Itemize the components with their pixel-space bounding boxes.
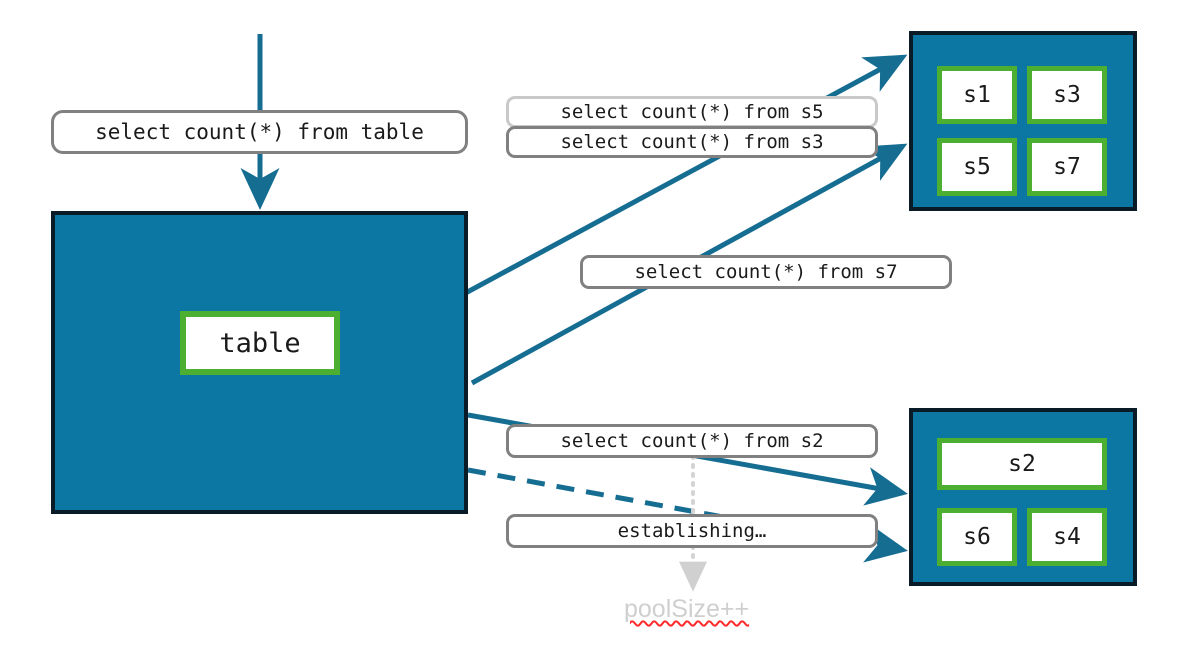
cell-s4[interactable]: s4 [1027, 508, 1107, 566]
cell-s5[interactable]: s5 [937, 138, 1017, 196]
chip-query-s5[interactable]: select count(*) from s5 [506, 96, 878, 128]
cell-s1-label: s1 [963, 82, 991, 108]
chip-query-s7[interactable]: select count(*) from s7 [580, 255, 952, 289]
cell-table-label: table [219, 327, 301, 359]
cell-s6[interactable]: s6 [937, 508, 1017, 566]
chip-query-s7-label: select count(*) from s7 [634, 261, 898, 283]
chip-incoming-query[interactable]: select count(*) from table [51, 110, 468, 154]
cell-s3-label: s3 [1053, 82, 1081, 108]
chip-query-s3-label: select count(*) from s3 [560, 131, 824, 153]
cell-s5-label: s5 [963, 154, 991, 180]
chip-query-s2-label: select count(*) from s2 [560, 430, 824, 452]
annotation-poolsize-text: poolSize++ [624, 595, 750, 623]
chip-query-s5-label: select count(*) from s5 [560, 101, 824, 123]
chip-query-s3[interactable]: select count(*) from s3 [506, 126, 878, 158]
chip-establishing-label: establishing… [617, 520, 767, 542]
source-table-container [51, 211, 468, 514]
cell-s4-label: s4 [1053, 524, 1081, 550]
cell-table[interactable]: table [180, 311, 340, 375]
cell-s1[interactable]: s1 [937, 66, 1017, 124]
cell-s7-label: s7 [1053, 154, 1081, 180]
chip-incoming-query-label: select count(*) from table [95, 120, 424, 144]
cell-s7[interactable]: s7 [1027, 138, 1107, 196]
chip-query-s2[interactable]: select count(*) from s2 [506, 424, 878, 458]
cell-s2-label: s2 [1008, 451, 1036, 477]
cell-s3[interactable]: s3 [1027, 66, 1107, 124]
cell-s6-label: s6 [963, 524, 991, 550]
annotation-poolsize: poolSize++ [624, 595, 749, 624]
chip-establishing[interactable]: establishing… [506, 514, 878, 548]
cell-s2[interactable]: s2 [937, 438, 1107, 490]
